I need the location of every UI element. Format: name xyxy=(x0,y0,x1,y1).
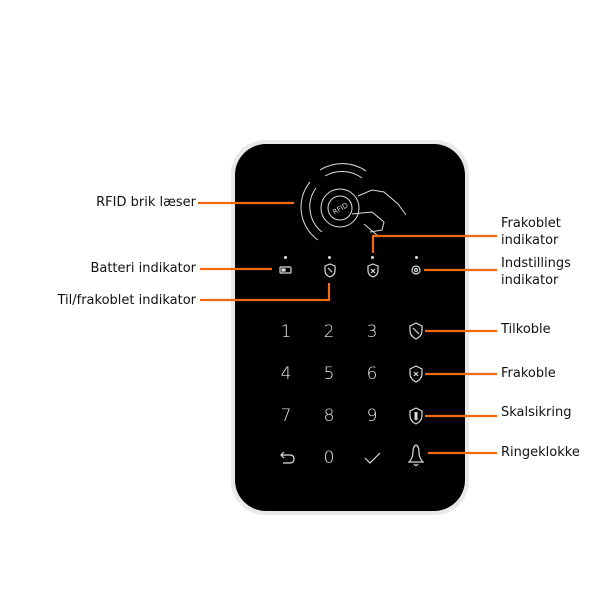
keypad-screen xyxy=(235,144,465,511)
back-arrow-icon xyxy=(280,451,295,464)
indicator-led xyxy=(284,256,287,259)
shield-arm-icon xyxy=(409,322,423,340)
label-doorbell: Ringeklokke xyxy=(501,445,580,460)
key-9[interactable]: 9 xyxy=(366,406,378,426)
indicator-led xyxy=(371,256,374,259)
indicator-led xyxy=(328,256,331,259)
key-5[interactable]: 5 xyxy=(323,364,335,384)
label-arm: Tilkoble xyxy=(501,322,551,337)
label-disarm: Frakoble xyxy=(501,366,556,381)
shield-home-icon xyxy=(409,407,423,425)
gear-icon xyxy=(411,265,421,275)
label-disarmed-2: indikator xyxy=(501,233,559,248)
label-settings-2: indikator xyxy=(501,273,559,288)
key-4[interactable]: 4 xyxy=(280,364,292,384)
leader-lines xyxy=(198,201,497,455)
key-7[interactable]: 7 xyxy=(280,406,292,426)
key-2[interactable]: 2 xyxy=(323,322,335,342)
check-icon xyxy=(364,452,381,464)
label-battery: Batteri indikator xyxy=(90,261,196,276)
key-3[interactable]: 3 xyxy=(366,322,378,342)
key-6[interactable]: 6 xyxy=(366,364,378,384)
rfid-badge-text: RFID xyxy=(331,201,349,216)
rfid-reader-icon: RFID xyxy=(300,163,407,241)
key-0[interactable]: 0 xyxy=(323,448,335,468)
shield-arm-indicator-icon xyxy=(324,263,336,278)
leader-armed-status xyxy=(200,283,331,302)
label-perimeter: Skalsikring xyxy=(501,405,572,420)
key-1[interactable]: 1 xyxy=(280,322,292,342)
shield-x-indicator-icon xyxy=(367,263,379,278)
bell-icon xyxy=(407,444,425,467)
shield-x-icon xyxy=(409,365,423,383)
leader-disarmed xyxy=(371,234,497,253)
label-disarmed-1: Frakoblet xyxy=(501,216,561,231)
label-rfid: RFID brik læser xyxy=(96,195,196,210)
indicator-led xyxy=(415,256,418,259)
label-armed-status: Til/frakoblet indikator xyxy=(57,293,196,308)
battery-icon xyxy=(279,266,292,274)
label-settings-1: Indstillings xyxy=(501,256,571,271)
key-8[interactable]: 8 xyxy=(323,406,335,426)
